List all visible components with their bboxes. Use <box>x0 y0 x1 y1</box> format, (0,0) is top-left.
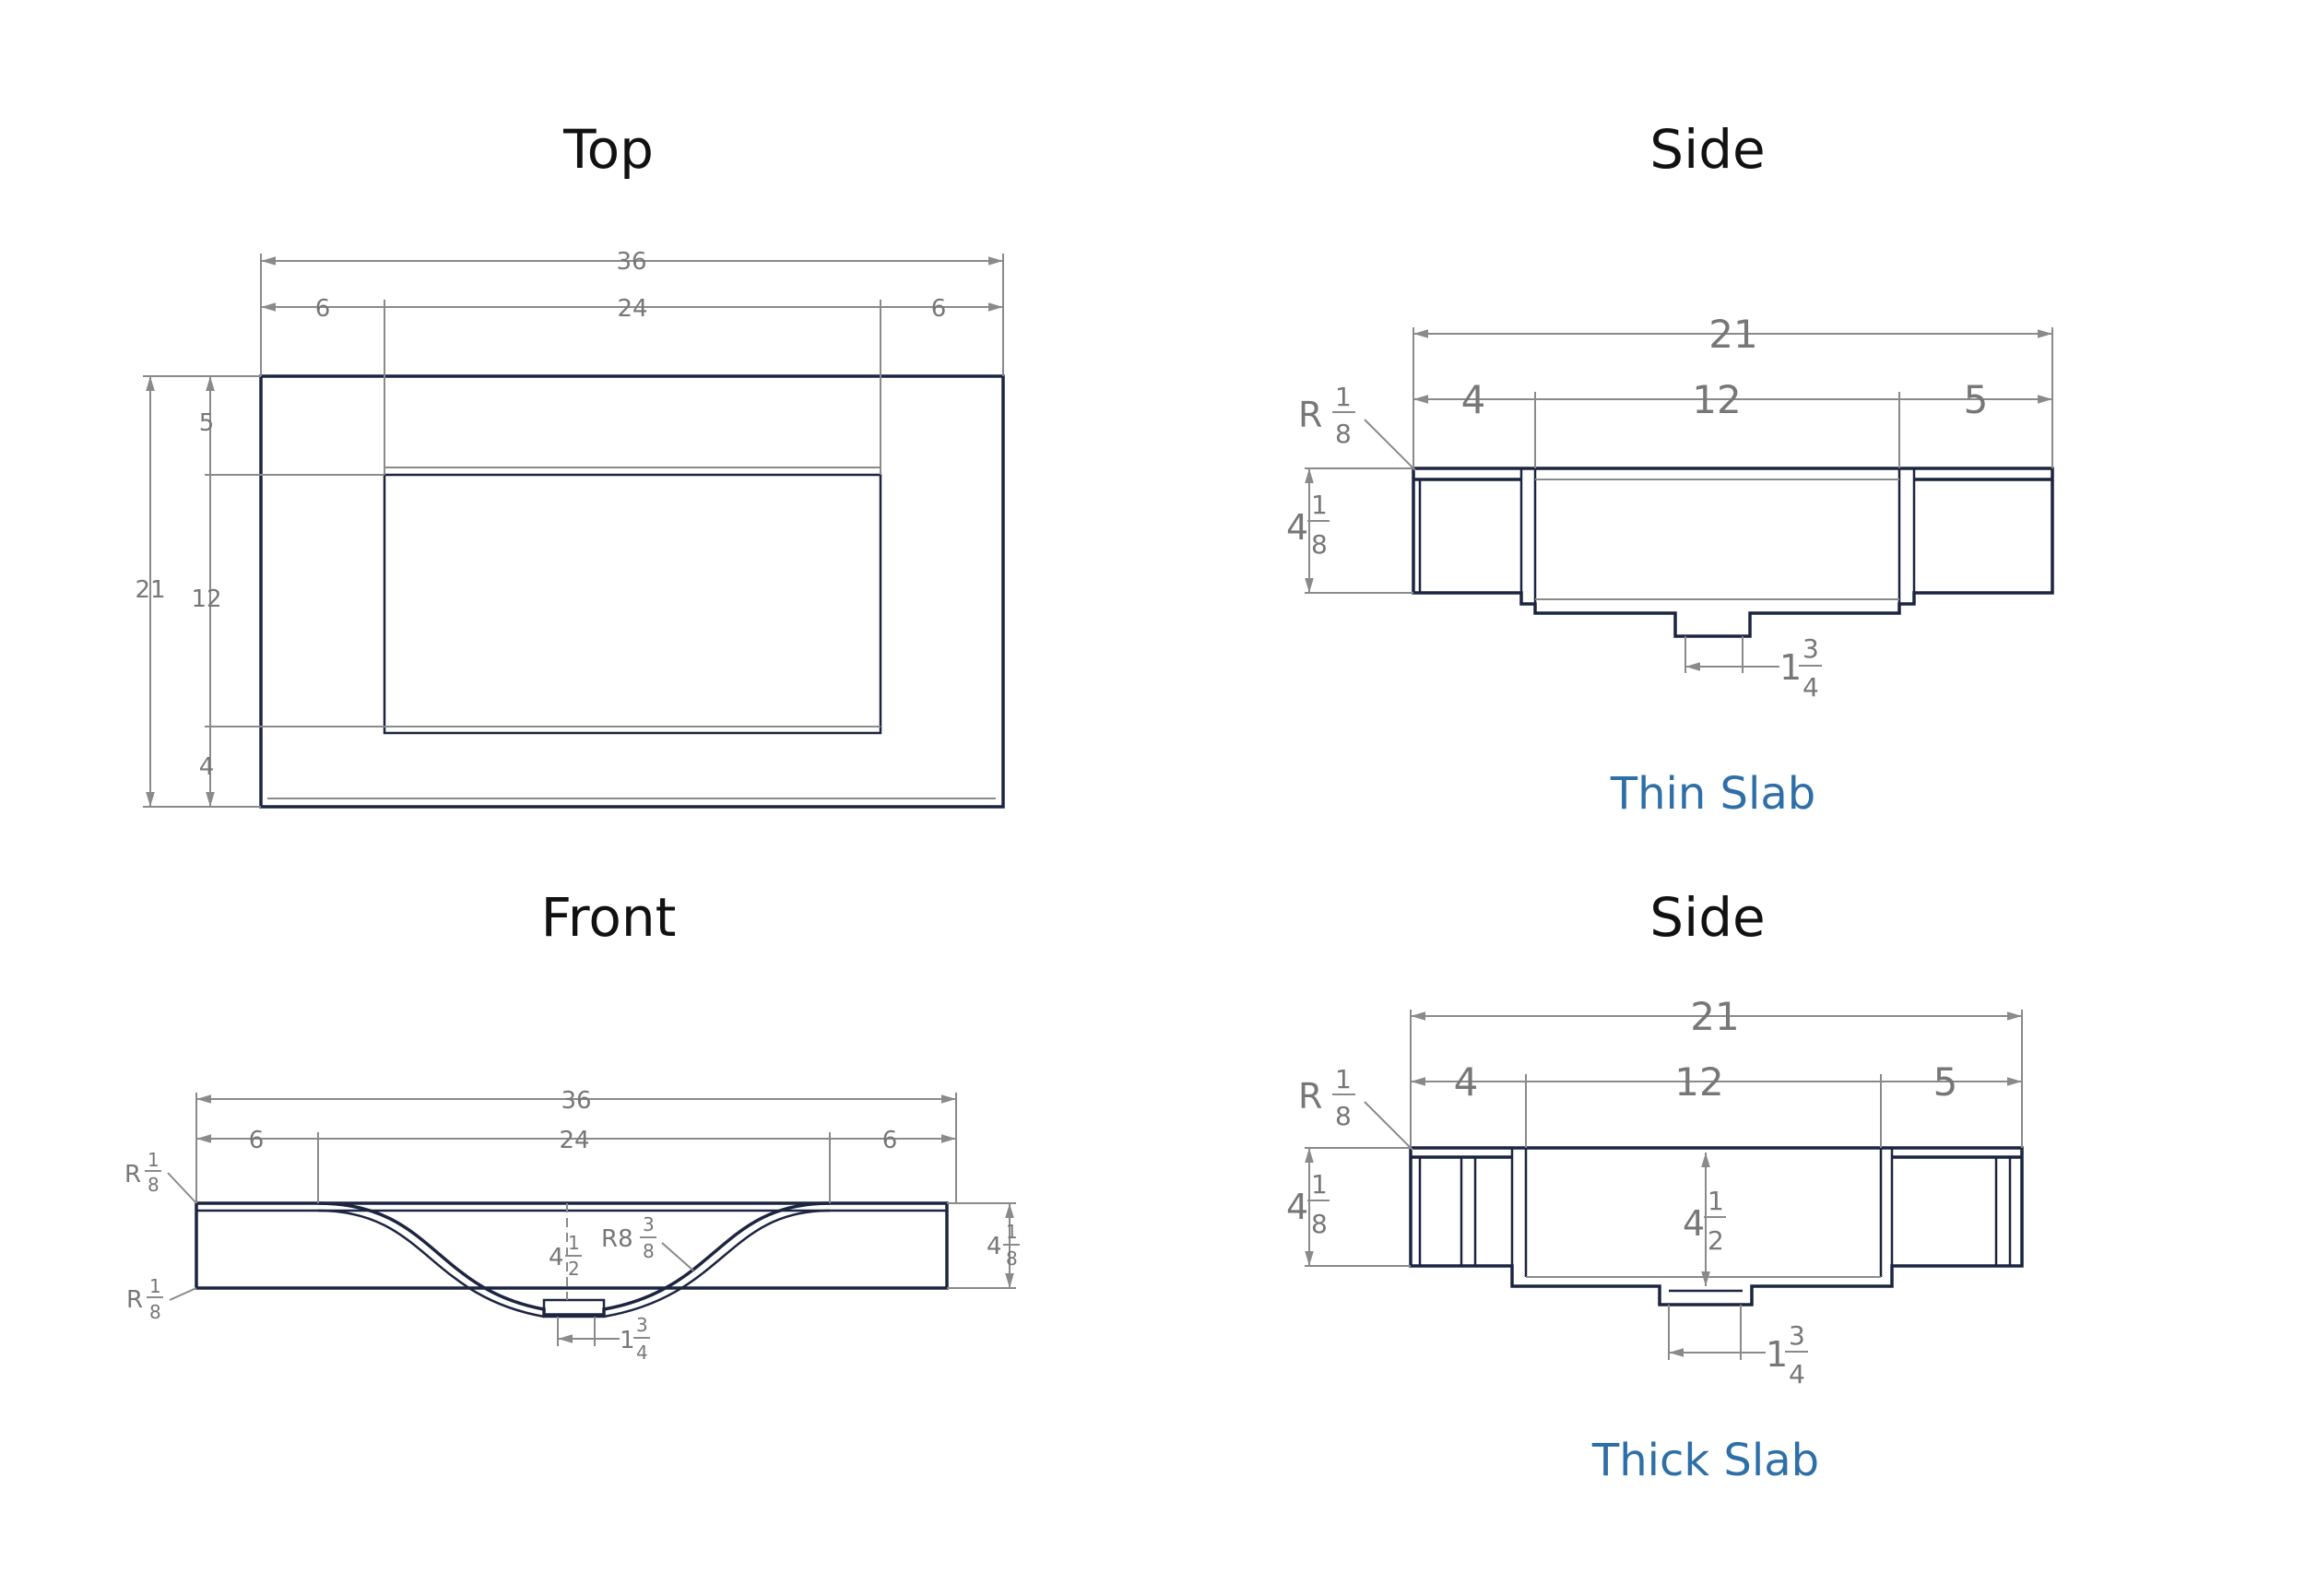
side-thin-height-num: 1 <box>1311 490 1328 520</box>
front-drain-den: 4 <box>636 1342 648 1364</box>
front-r-bot-num: 1 <box>149 1275 161 1297</box>
top-view-slab-outline <box>259 374 1005 809</box>
side-thick-title: Side <box>1649 886 1765 949</box>
side-thick-height-whole: 4 <box>1286 1187 1308 1227</box>
side-thick-height-num: 1 <box>1311 1169 1328 1200</box>
top-dim-24: 24 <box>617 295 647 323</box>
side-thick-radius-r: R <box>1298 1076 1322 1117</box>
top-dim-36: 36 <box>616 248 646 276</box>
front-drain-whole: 1 <box>620 1327 635 1354</box>
side-view-thin: Side 21 4 12 5 R 1 8 4 1 <box>1286 118 2054 820</box>
top-view: Top 36 6 24 6 21 5 12 4 <box>135 118 1005 809</box>
side-thick-dim-4: 4 <box>1454 1059 1479 1105</box>
side-thin-title: Side <box>1649 118 1765 181</box>
side-thick-radius-num: 1 <box>1335 1064 1352 1094</box>
front-height-num: 1 <box>1006 1221 1018 1243</box>
front-height-whole: 4 <box>987 1233 1002 1260</box>
front-depth-den: 2 <box>568 1258 580 1280</box>
side-thin-drain-num: 3 <box>1803 633 1819 664</box>
front-drain-num: 3 <box>636 1314 648 1336</box>
side-thin-dim-12: 12 <box>1692 377 1741 422</box>
front-curve-den: 8 <box>643 1240 655 1262</box>
front-dim-24: 24 <box>559 1127 589 1154</box>
front-depth-whole: 4 <box>549 1244 564 1271</box>
side-thin-radius-num: 1 <box>1335 382 1352 412</box>
top-dim-4: 4 <box>199 753 215 781</box>
front-curve-r: R8 <box>601 1225 633 1253</box>
front-r-top: R <box>124 1161 141 1188</box>
top-dim-12: 12 <box>191 585 221 613</box>
front-dim-36: 36 <box>561 1087 591 1115</box>
side-thin-dim-5: 5 <box>1964 377 1989 422</box>
side-thick-radius-den: 8 <box>1335 1101 1352 1131</box>
front-view-basin-curve <box>317 1201 831 1317</box>
front-curve-num: 3 <box>643 1213 655 1235</box>
side-thick-depth-num: 1 <box>1708 1186 1724 1216</box>
side-thin-height-whole: 4 <box>1286 507 1308 548</box>
side-thin-height-den: 8 <box>1311 529 1328 560</box>
front-r-bot: R <box>126 1286 143 1314</box>
side-thin-radius-den: 8 <box>1335 419 1352 449</box>
top-dim-6-right: 6 <box>931 295 947 323</box>
side-thick-drain-den: 4 <box>1789 1359 1805 1389</box>
front-dim-6-left: 6 <box>249 1127 265 1154</box>
front-view-title: Front <box>541 886 677 949</box>
side-thick-dim-5: 5 <box>1933 1059 1958 1105</box>
side-thick-drain-whole: 1 <box>1766 1334 1788 1375</box>
side-thick-depth-whole: 4 <box>1683 1203 1705 1244</box>
side-thin-dim-21: 21 <box>1708 312 1757 357</box>
front-view: Front 36 6 24 6 R 1 8 R 1 8 4 1 <box>124 886 1020 1364</box>
side-view-thick: Side 21 4 12 5 R 1 8 4 <box>1286 886 2024 1486</box>
top-view-basin-outline <box>383 473 882 735</box>
top-dim-5: 5 <box>199 409 215 437</box>
side-thin-radius-r: R <box>1298 395 1322 435</box>
front-r-bot-den: 8 <box>149 1301 161 1323</box>
side-thin-drain-whole: 1 <box>1779 647 1802 688</box>
side-thick-drain-num: 3 <box>1789 1320 1805 1351</box>
side-thick-caption: Thick Slab <box>1591 1435 1819 1486</box>
front-r-top-den: 8 <box>148 1174 160 1196</box>
side-thin-caption: Thin Slab <box>1610 768 1815 820</box>
top-view-title: Top <box>562 118 654 181</box>
front-dim-6-right: 6 <box>882 1127 898 1154</box>
side-thick-depth-den: 2 <box>1708 1225 1724 1256</box>
side-thick-dim-12: 12 <box>1674 1059 1723 1105</box>
top-dim-21: 21 <box>135 576 165 604</box>
front-depth-num: 1 <box>568 1232 580 1254</box>
front-r-top-num: 1 <box>148 1149 160 1171</box>
side-thick-height-den: 8 <box>1311 1209 1328 1239</box>
front-height-den: 8 <box>1006 1247 1018 1270</box>
top-dim-6-left: 6 <box>315 295 331 323</box>
side-thick-dim-21: 21 <box>1690 994 1739 1039</box>
side-thin-dim-4: 4 <box>1461 377 1486 422</box>
side-thin-drain-den: 4 <box>1803 672 1819 703</box>
side-thin-profile <box>1412 467 2054 638</box>
